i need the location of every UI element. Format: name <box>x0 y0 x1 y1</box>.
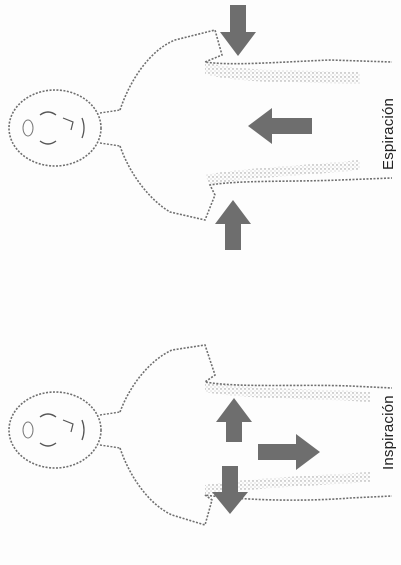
head-top <box>9 90 101 166</box>
arrow-up-outward <box>216 398 252 442</box>
arrow-right-center <box>258 434 320 470</box>
head-bottom <box>9 392 101 468</box>
arrow-up-bottom <box>215 200 251 250</box>
arrow-left-center <box>248 108 312 144</box>
caption-espiracion: Espiración <box>380 98 397 170</box>
inspiration-figure <box>9 345 392 525</box>
expiration-figure <box>9 5 392 250</box>
caption-inspiracion: Inspiración <box>380 395 397 470</box>
arrow-down-top <box>220 5 256 56</box>
